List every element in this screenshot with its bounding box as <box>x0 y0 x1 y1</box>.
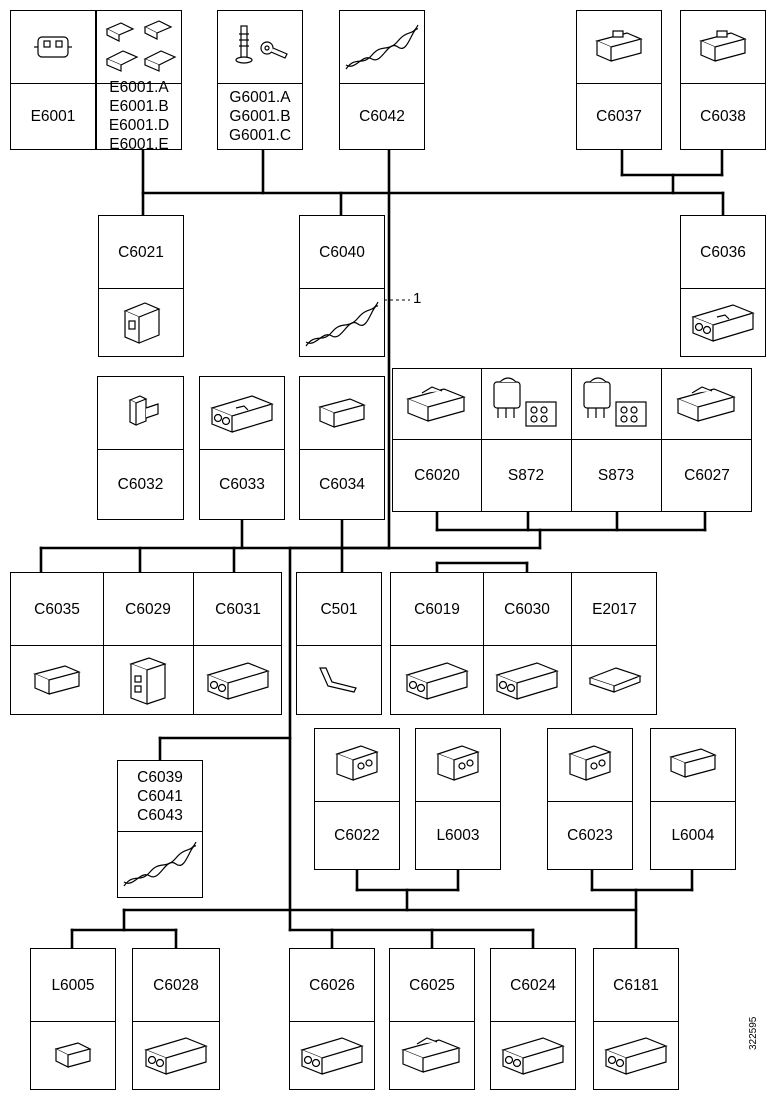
connector-label: E6001.A E6001.B E6001.D E6001.E <box>108 79 170 153</box>
terminal-icon <box>319 666 357 693</box>
connector-label: C6037 <box>596 107 642 125</box>
twisted-wire-icon <box>305 301 379 347</box>
switch-icon <box>493 377 557 427</box>
switch-label: S873 <box>597 466 635 484</box>
multi-pin-connector-icon <box>144 1037 208 1075</box>
connector-label: C6028 <box>153 976 199 994</box>
connector-l6003: L6003 <box>415 728 501 870</box>
connector-label: C6020 <box>414 466 460 484</box>
multi-pin-connector-icon <box>210 395 274 433</box>
connector-icon <box>318 398 366 428</box>
connector-group-c6035-c6031: C6035 C6029 C6031 <box>10 572 282 715</box>
switch-icon <box>583 377 647 427</box>
ground-stud-icon <box>235 25 288 64</box>
connector-group-c6019-e2017: C6019 C6030 E2017 <box>390 572 657 715</box>
connector-e6001-group: E6001.A E6001.B E6001.D E6001.E <box>96 10 182 153</box>
connector-label: C6032 <box>117 475 164 493</box>
multi-pin-connector-icon <box>604 1037 668 1075</box>
connector-c6022: C6022 <box>314 728 400 870</box>
connector-label: C6036 <box>700 243 746 261</box>
connector-label: L6003 <box>436 826 480 844</box>
connector-label: E6001 <box>30 107 76 125</box>
connector-icon <box>128 395 159 426</box>
connector-label: C6019 <box>414 600 460 618</box>
multi-pin-connector-icon <box>691 304 755 342</box>
connector-icon <box>406 386 466 422</box>
connector-c6021: C6021 <box>98 215 184 357</box>
connector-icon <box>587 666 642 693</box>
connector-label: C6021 <box>118 243 164 261</box>
twisted-pair-c6039-group: C6039 C6041 C6043 <box>117 760 203 898</box>
terminal-c501: C501 <box>296 572 382 715</box>
connector-label: C6026 <box>309 976 355 994</box>
twisted-wire-icon <box>123 841 197 887</box>
connector-e6001: E6001 <box>10 10 96 150</box>
connector-c6037: C6037 <box>576 10 662 150</box>
connector-icon <box>54 1042 92 1068</box>
connector-c6036: C6036 <box>680 215 766 357</box>
connector-label: C6022 <box>334 826 380 844</box>
connector-c6032: C6032 <box>97 376 184 520</box>
connector-icon <box>568 745 612 781</box>
connector-icon <box>676 386 736 422</box>
connector-icon <box>401 1037 461 1073</box>
connector-c6034: C6034 <box>299 376 385 520</box>
connector-c6023: C6023 <box>547 728 633 870</box>
connector-icon <box>34 36 72 58</box>
connector-label: C6181 <box>613 976 659 994</box>
connector-set-icon <box>105 20 177 72</box>
switch-group: C6020 S872 S873 C6027 <box>392 368 752 512</box>
connector-label: C6029 <box>125 600 171 618</box>
connector-label: C6034 <box>319 475 365 493</box>
connector-label: L6005 <box>51 976 95 994</box>
connector-icon <box>436 745 480 781</box>
connector-label: C6031 <box>215 600 261 618</box>
connector-l6004: L6004 <box>650 728 736 870</box>
multi-pin-connector-icon <box>501 1037 565 1075</box>
connector-l6005: L6005 <box>30 948 116 1090</box>
connector-c6026: C6026 <box>289 948 375 1090</box>
twisted-pair-c6042: C6042 <box>339 10 425 150</box>
block-connector-icon <box>129 656 167 705</box>
connector-c6181: C6181 <box>593 948 679 1090</box>
connector-label: G6001.A G6001.B G6001.C <box>228 88 292 144</box>
twisted-pair-c6040: C6040 <box>299 215 385 357</box>
multi-pin-connector-icon <box>495 661 559 700</box>
connector-c6025: C6025 <box>389 948 475 1090</box>
document-id: 322595 <box>748 1016 759 1050</box>
connector-icon <box>595 30 643 62</box>
connector-icon <box>33 664 81 695</box>
connector-c6028: C6028 <box>132 948 220 1090</box>
connector-label: C6042 <box>359 107 405 125</box>
connector-label: C501 <box>320 600 358 618</box>
connector-label: E2017 <box>592 600 637 618</box>
multi-pin-connector-icon <box>300 1037 364 1075</box>
connector-icon <box>669 748 717 778</box>
connector-label: C6040 <box>319 243 365 261</box>
switch-label: S872 <box>507 466 545 484</box>
connector-label: C6027 <box>684 466 730 484</box>
connector-label: C6039 C6041 C6043 <box>137 768 183 824</box>
connector-icon <box>699 30 747 62</box>
connector-label: C6035 <box>34 600 80 618</box>
ground-g6001: G6001.A G6001.B G6001.C <box>217 10 303 150</box>
connector-label: C6030 <box>504 600 550 618</box>
twisted-wire-icon <box>345 24 419 70</box>
callout-number: 1 <box>413 290 422 307</box>
connector-icon <box>123 302 161 344</box>
connector-icon <box>335 745 379 781</box>
connector-c6024: C6024 <box>490 948 576 1090</box>
connector-label: C6024 <box>510 976 556 994</box>
connector-label: C6023 <box>567 826 613 844</box>
connector-label: C6038 <box>700 107 746 125</box>
connector-label: C6033 <box>219 475 265 493</box>
multi-pin-connector-icon <box>206 661 270 700</box>
connector-label: L6004 <box>671 826 715 844</box>
connector-c6033: C6033 <box>199 376 285 520</box>
connector-label: C6025 <box>409 976 455 994</box>
multi-pin-connector-icon <box>405 661 469 700</box>
connector-c6038: C6038 <box>680 10 766 150</box>
